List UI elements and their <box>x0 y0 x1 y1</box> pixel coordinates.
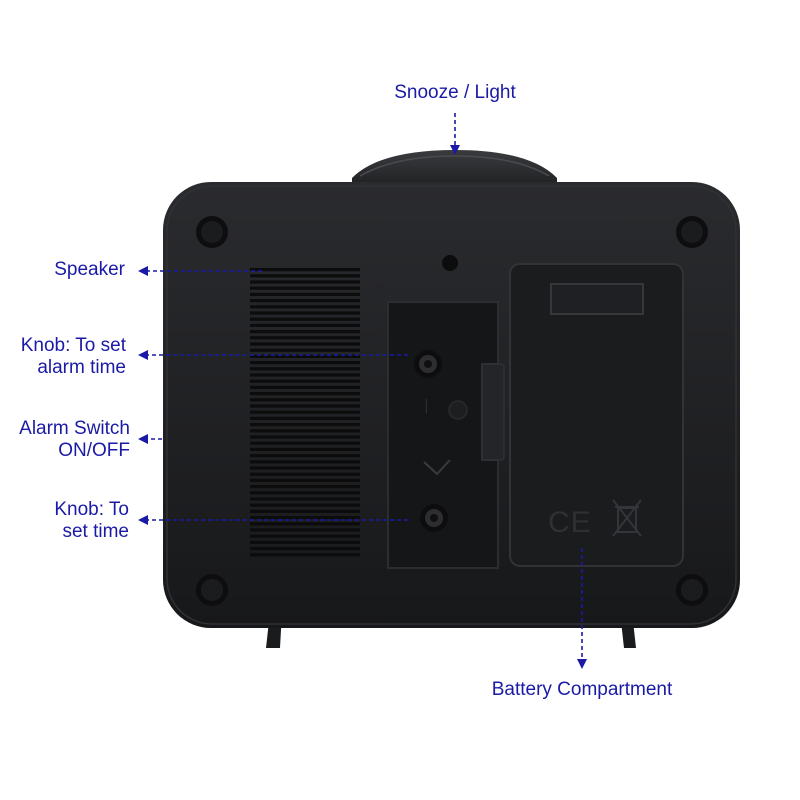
knob-time-label: Knob: To set time <box>54 499 129 542</box>
grille-slot <box>250 435 360 439</box>
grille-slot <box>250 268 360 272</box>
time-set-knob <box>420 504 448 532</box>
grille-slot <box>250 280 360 284</box>
corner-screws <box>196 216 708 606</box>
grille-slot <box>250 292 360 296</box>
grille-slot <box>250 485 360 489</box>
grille-slot <box>250 528 360 532</box>
grille-slot <box>250 311 360 315</box>
grille-slot <box>250 385 360 389</box>
alarm-switch-label: Alarm Switch ON/OFF <box>19 418 130 461</box>
grille-slot <box>250 454 360 458</box>
grille-slot <box>250 274 360 278</box>
grille-slot <box>250 447 360 451</box>
grille-slot <box>250 367 360 371</box>
callout-arrows <box>138 113 587 669</box>
snooze-light-label: Snooze / Light <box>394 82 516 103</box>
alarm-switch: | <box>423 398 468 476</box>
grille-slot <box>250 392 360 396</box>
alarm-time-knob <box>414 350 442 378</box>
knob-alarm-label: Knob: To set alarm time <box>20 335 126 378</box>
grille-slot <box>250 522 360 526</box>
grille-slot <box>250 286 360 290</box>
grille-slot <box>250 416 360 420</box>
grille-slot <box>250 553 360 557</box>
grille-slot <box>250 503 360 507</box>
grille-slot <box>250 379 360 383</box>
grille-slot <box>250 323 360 327</box>
hanging-hole <box>442 255 458 271</box>
grille-slot <box>250 491 360 495</box>
snooze-light-button <box>352 150 557 192</box>
grille-slot <box>250 305 360 309</box>
grille-slot <box>250 398 360 402</box>
grille-slot <box>250 509 360 513</box>
grille-slot <box>250 342 360 346</box>
grille-slot <box>250 466 360 470</box>
grille-slot <box>250 348 360 352</box>
grille-slot <box>250 336 360 340</box>
grille-slot <box>250 299 360 303</box>
grille-slot <box>250 361 360 365</box>
grille-slot <box>250 429 360 433</box>
grille-slot <box>250 547 360 551</box>
svg-text:|: | <box>424 398 429 414</box>
grille-slot <box>250 330 360 334</box>
grille-slot <box>250 472 360 476</box>
grille-slot <box>250 534 360 538</box>
grille-slot <box>250 354 360 358</box>
crossed-out-bin-icon <box>612 499 642 537</box>
grille-slot <box>250 317 360 321</box>
grille-slot <box>250 441 360 445</box>
battery-compartment-label: Battery Compartment <box>491 679 673 700</box>
grille-slot <box>250 516 360 520</box>
grille-slot <box>250 460 360 464</box>
battery-compartment-cover <box>509 263 684 567</box>
grille-slot <box>250 410 360 414</box>
control-panel-recess <box>387 301 505 569</box>
grille-slot <box>250 373 360 377</box>
grille-slot <box>250 540 360 544</box>
speaker-label: Speaker <box>54 259 125 280</box>
grille-slot <box>250 497 360 501</box>
grille-slot <box>250 423 360 427</box>
speaker-grille <box>250 268 360 557</box>
grille-slot <box>250 404 360 408</box>
grille-slot <box>250 478 360 482</box>
ce-mark: CE <box>548 506 592 539</box>
